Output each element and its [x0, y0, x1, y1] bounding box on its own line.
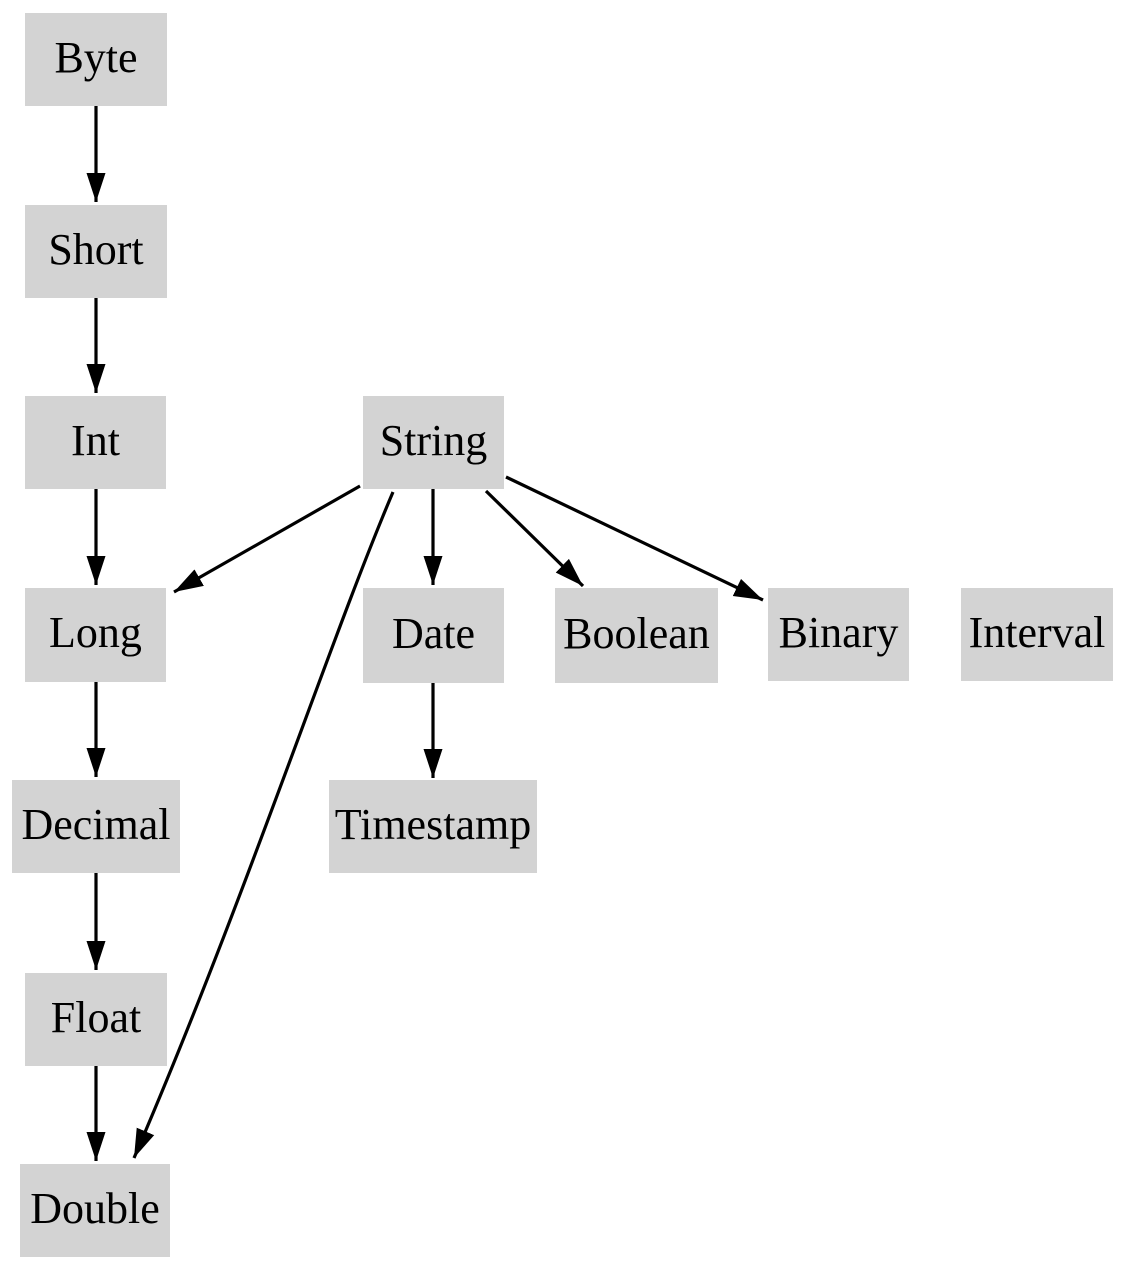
node-short-label: Short	[48, 224, 144, 274]
node-float: Float	[25, 973, 167, 1066]
node-interval-label: Interval	[968, 607, 1106, 657]
edge-string-to-long	[173, 484, 361, 594]
node-int: Int	[25, 396, 166, 489]
node-byte-label: Byte	[54, 32, 138, 82]
node-boolean-label: Boolean	[563, 608, 710, 658]
node-long: Long	[25, 588, 166, 682]
node-double-label: Double	[30, 1183, 160, 1233]
node-float-label: Float	[50, 992, 142, 1042]
node-short: Short	[25, 205, 167, 298]
node-boolean: Boolean	[555, 588, 718, 683]
node-byte: Byte	[25, 13, 167, 106]
node-double: Double	[20, 1164, 170, 1257]
node-decimal-label: Decimal	[21, 799, 171, 849]
node-decimal: Decimal	[12, 780, 180, 873]
node-date: Date	[363, 588, 504, 683]
edge-string-to-binary	[505, 475, 764, 602]
node-timestamp: Timestamp	[329, 780, 537, 873]
node-date-label: Date	[391, 608, 476, 658]
node-interval: Interval	[961, 588, 1113, 681]
node-string: String	[363, 396, 504, 489]
node-long-label: Long	[49, 608, 142, 657]
node-string-label: String	[379, 415, 488, 465]
node-timestamp-label: Timestamp	[334, 799, 532, 849]
node-int-label: Int	[71, 415, 120, 465]
node-binary-label: Binary	[778, 607, 899, 657]
node-binary: Binary	[768, 588, 909, 681]
edge-string-to-boolean	[484, 489, 585, 588]
